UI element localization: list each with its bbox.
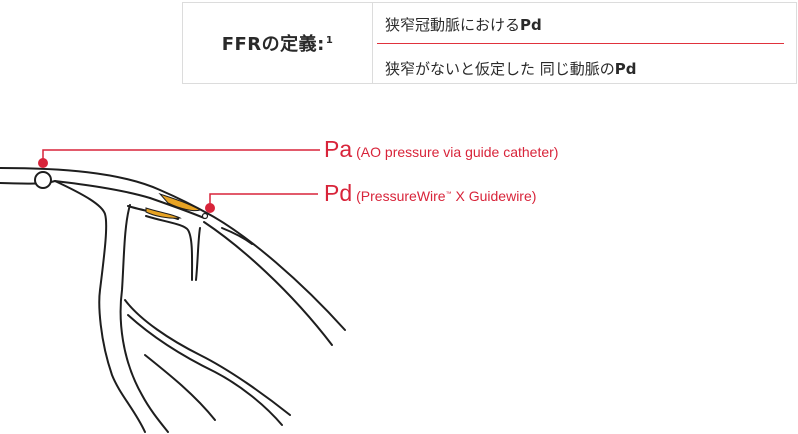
distal-branch-1 [124, 299, 291, 416]
circumflex-inner-wall [119, 204, 169, 433]
aorta-upper-wall [0, 167, 346, 331]
distal-branch-2 [127, 314, 283, 426]
fraction-divider [377, 43, 784, 44]
stenosis-main [158, 192, 202, 212]
pa-annotation: Pa(AO pressure via guide catheter) [324, 136, 558, 163]
footnote-marker: 1 [325, 35, 334, 46]
pressure-wire-sensor [201, 212, 209, 220]
diagonal-branch-inner [145, 215, 194, 281]
stenosis-branch [145, 207, 182, 219]
denominator-bold: Pd [614, 60, 637, 78]
trademark-symbol: ™ [445, 191, 452, 198]
fraction-denominator: 狭窄がないと仮定した 同じ動脈のPd [385, 58, 637, 79]
ffr-definition-box: FFRの定義:1 狭窄冠動脈におけるPd 狭窄がないと仮定した 同じ動脈のPd [182, 2, 797, 84]
pd-detail-before: (PressureWire [356, 188, 446, 204]
fraction-numerator: 狭窄冠動脈におけるPd [385, 14, 542, 35]
pa-leader-line [42, 149, 320, 163]
small-branch-a [221, 227, 253, 245]
circumflex-outer-wall [54, 180, 146, 433]
numerator-bold: Pd [520, 16, 542, 34]
pd-detail: (PressureWire™ X Guidewire) [356, 188, 536, 204]
pa-detail: (AO pressure via guide catheter) [356, 144, 559, 160]
pd-leader-line [209, 193, 318, 208]
lad-distal-wall [203, 221, 333, 346]
distal-branch-3 [144, 354, 216, 421]
lad-lower-wall [149, 197, 205, 219]
ffr-definition-label: FFRの定義:1 [222, 30, 334, 56]
numerator-text: 狭窄冠動脈における [385, 16, 521, 34]
pd-detail-after: X Guidewire) [451, 188, 537, 204]
diagonal-branch-right [195, 227, 201, 281]
ffr-fraction: 狭窄冠動脈におけるPd 狭窄がないと仮定した 同じ動脈のPd [373, 3, 796, 83]
ffr-definition-label-cell: FFRの定義:1 [183, 3, 373, 83]
pd-annotation: Pd(PressureWire™ X Guidewire) [324, 180, 536, 207]
pa-marker-dot [38, 158, 48, 168]
guide-catheter-tip [34, 171, 52, 189]
pd-marker-dot [205, 203, 215, 213]
pd-label: Pd [324, 180, 353, 206]
ffr-definition-title: FFRの定義: [221, 34, 325, 55]
denominator-text: 狭窄がないと仮定した 同じ動脈の [385, 60, 615, 78]
aorta-lower-wall [0, 180, 151, 199]
pa-label: Pa [324, 136, 353, 162]
